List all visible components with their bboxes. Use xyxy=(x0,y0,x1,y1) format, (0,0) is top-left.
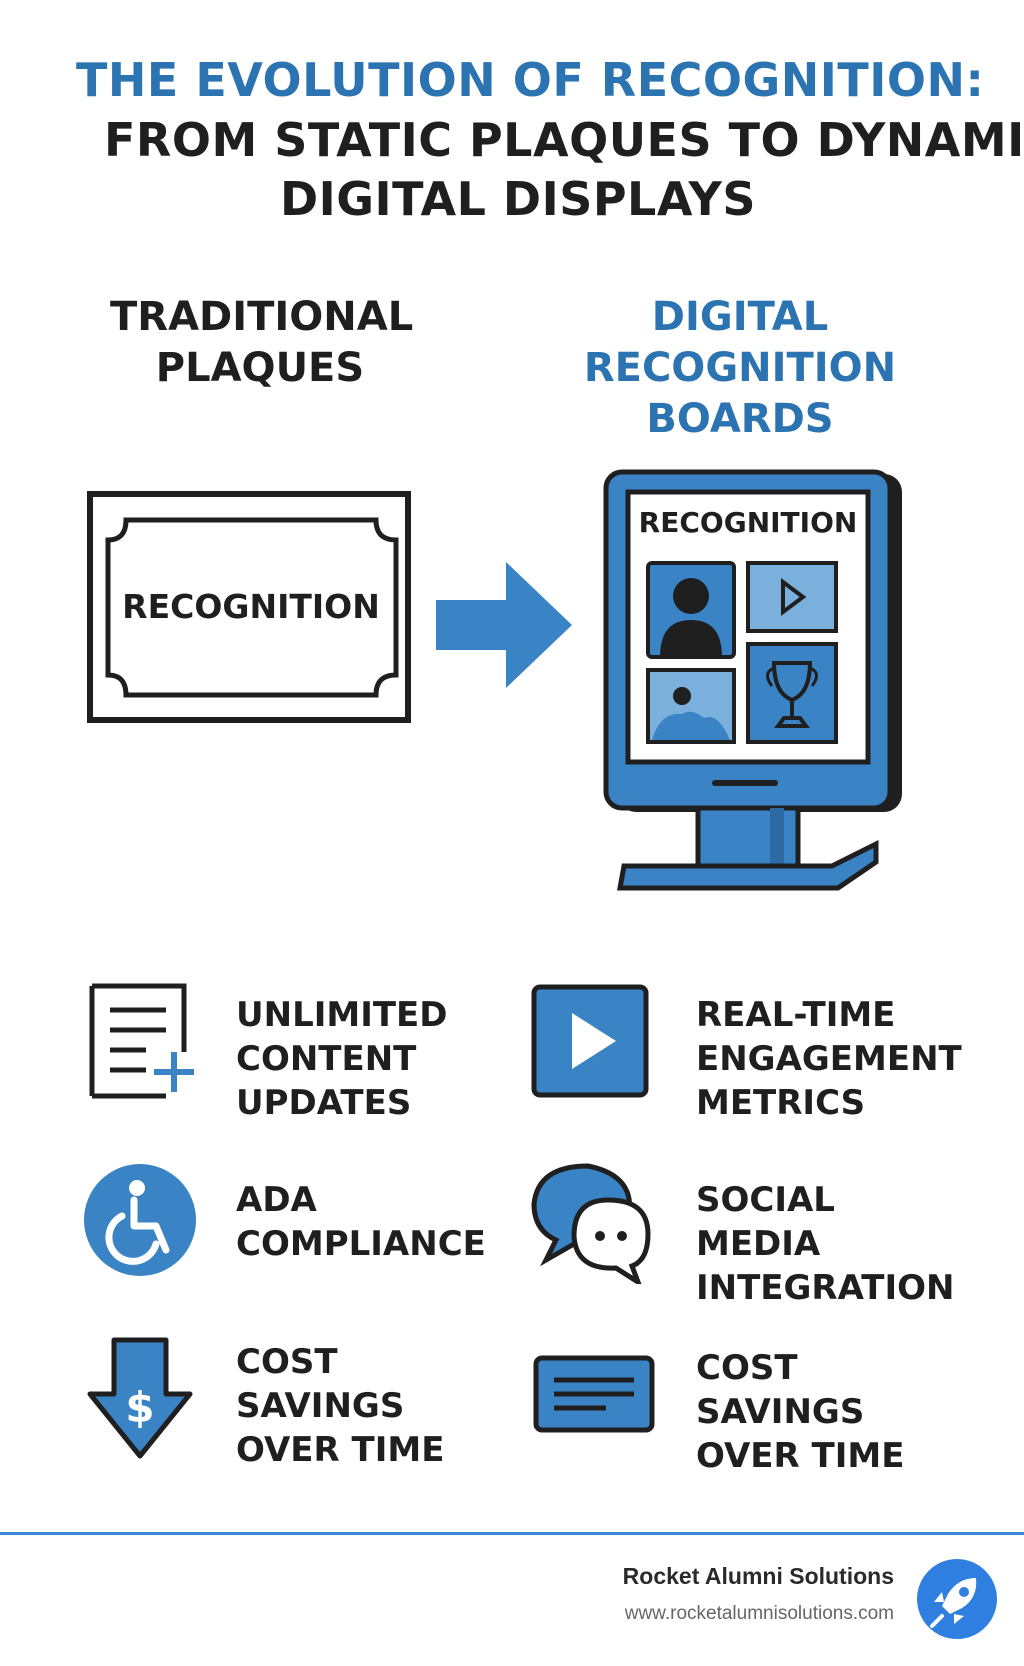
title-line-3: DIGITAL DISPLAYS xyxy=(280,172,756,226)
footer-divider xyxy=(0,1532,1024,1535)
plaque-outer-frame xyxy=(87,491,411,723)
kiosk-base xyxy=(617,839,879,891)
kiosk-slot xyxy=(712,780,778,786)
heading-line: PLAQUES xyxy=(155,345,365,391)
heading-line: BOARDS xyxy=(646,396,834,442)
feature-cost-savings-right: COST SAVINGS OVER TIME xyxy=(696,1346,904,1478)
feature-line: SAVINGS xyxy=(696,1392,865,1432)
feature-line: OVER TIME xyxy=(236,1430,445,1470)
feature-line: ADA xyxy=(236,1180,317,1220)
feature-line: UNLIMITED xyxy=(236,995,448,1035)
digital-boards-heading: DIGITAL RECOGNITION BOARDS xyxy=(560,292,920,445)
feature-realtime-metrics: REAL-TIME ENGAGEMENT METRICS xyxy=(696,993,962,1125)
feature-line: COST xyxy=(236,1342,338,1382)
rocket-logo-icon xyxy=(917,1559,997,1639)
feature-cost-savings-left: COST SAVINGS OVER TIME xyxy=(236,1340,444,1472)
svg-text:$: $ xyxy=(125,1383,154,1432)
video-tile xyxy=(746,561,838,633)
dollar-down-arrow-icon: $ xyxy=(87,1337,193,1459)
trophy-icon xyxy=(771,661,813,703)
feature-line: METRICS xyxy=(696,1083,866,1123)
feature-line: INTEGRATION xyxy=(696,1268,955,1308)
title-line-1: THE EVOLUTION OF RECOGNITION: xyxy=(76,53,985,107)
play-icon xyxy=(781,578,807,616)
arrow-right-icon xyxy=(436,562,572,688)
feature-social-media: SOCIAL MEDIA INTEGRATION xyxy=(696,1178,955,1310)
feature-line: COST xyxy=(696,1348,798,1388)
accessibility-icon xyxy=(84,1164,196,1276)
feature-line: UPDATES xyxy=(236,1083,412,1123)
feature-line: OVER TIME xyxy=(696,1436,905,1476)
heading-line: DIGITAL xyxy=(651,294,829,340)
plaque-text: RECOGNITION xyxy=(122,587,380,626)
feature-line: CONTENT xyxy=(236,1039,417,1079)
feature-line: SOCIAL xyxy=(696,1180,835,1220)
heading-line: RECOGNITION xyxy=(583,345,897,391)
document-add-icon xyxy=(89,983,194,1099)
feature-line: REAL-TIME xyxy=(696,995,896,1035)
text-card-icon xyxy=(533,1355,655,1433)
feature-line: COMPLIANCE xyxy=(236,1224,486,1264)
plaque-inner-frame xyxy=(105,517,399,698)
heading-line: TRADITIONAL xyxy=(110,294,414,340)
chat-bubbles-icon xyxy=(531,1163,651,1284)
feature-line: ENGAGEMENT xyxy=(696,1039,962,1079)
brand-url[interactable]: www.rocketalumnisolutions.com xyxy=(624,1603,894,1624)
play-icon xyxy=(531,984,649,1098)
feature-line: SAVINGS xyxy=(236,1386,405,1426)
title-line-2: FROM STATIC PLAQUES TO DYNAMI xyxy=(104,113,1024,167)
feature-unlimited-content: UNLIMITED CONTENT UPDATES xyxy=(236,993,448,1125)
traditional-plaques-heading: TRADITIONAL PLAQUES xyxy=(110,292,414,394)
feature-ada-compliance: ADA COMPLIANCE xyxy=(236,1178,486,1266)
feature-line: MEDIA xyxy=(696,1224,821,1264)
digital-kiosk-illustration: RECOGNITION xyxy=(603,469,902,891)
plaque-illustration: RECOGNITION xyxy=(87,491,411,723)
screen-text: RECOGNITION xyxy=(639,506,858,539)
brand-name: Rocket Alumni Solutions xyxy=(622,1563,894,1589)
